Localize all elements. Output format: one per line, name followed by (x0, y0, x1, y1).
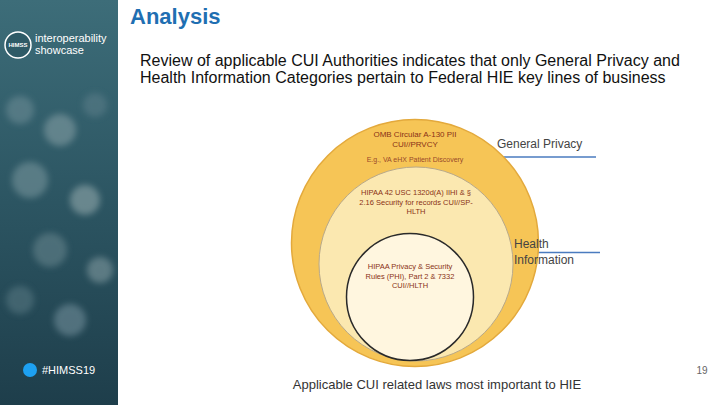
category-circle: HIPAA Privacy & Security Rules (PHI), Pa… (345, 232, 475, 362)
authority-text: OMB Circular A-130 PII CUI//PRVCY (355, 130, 475, 150)
authority-text: HIPAA 42 USC 1320d(A) IIHI & § 2.16 Secu… (356, 188, 476, 217)
category-label: Health Information (514, 236, 594, 268)
circle-shape (347, 234, 474, 361)
crowd-photo (6, 93, 113, 336)
hashtag: #HIMSS19 (42, 364, 112, 377)
example-text: E.g., VA eHX Patient Discovery (350, 156, 480, 164)
authority-text: HIPAA Privacy & Security Rules (PHI), Pa… (360, 262, 460, 291)
circle-shape (319, 167, 513, 361)
band-ground (0, 0, 118, 405)
circle-shape (292, 120, 539, 367)
body-text: Review of applicable CUI Authorities ind… (140, 52, 680, 86)
twitter-icon (23, 363, 37, 377)
brand-text: interoperability showcase (35, 32, 115, 56)
category-circle: OMB Circular A-130 PII CUI//PRVCY E.g., V… (290, 118, 540, 368)
logo-ring (5, 32, 31, 58)
category-label: General Privacy (497, 136, 597, 152)
circle-outline (345, 232, 475, 362)
slide-title: Analysis (130, 4, 221, 30)
figure-caption: Applicable CUI related laws most importa… (250, 377, 624, 392)
page-number: 19 (690, 365, 714, 377)
logo-text: HIMSS (5, 41, 31, 49)
category-circle: HIPAA 42 USC 1320d(A) IIHI & § 2.16 Secu… (318, 166, 514, 362)
